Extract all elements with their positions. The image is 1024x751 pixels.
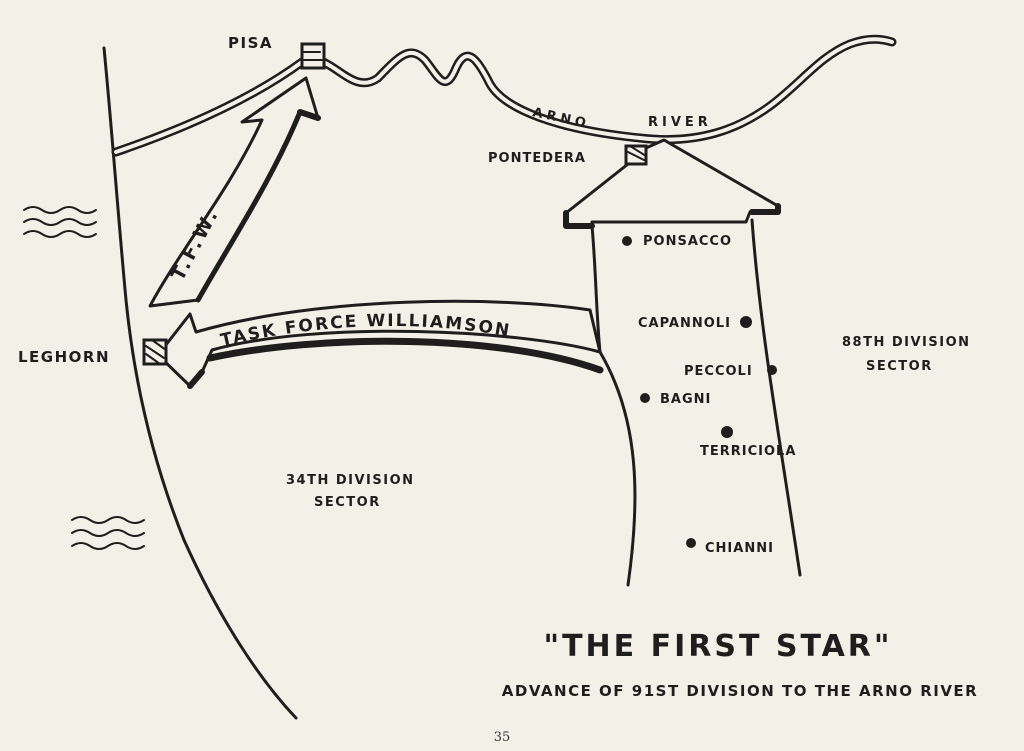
pontedera-marker [624, 144, 648, 166]
division-boundary-east [750, 218, 802, 577]
page-number: 35 [494, 730, 511, 745]
ponsacco-dot [622, 236, 632, 246]
leghorn-label: LEGHORN [18, 348, 110, 366]
pisa-marker [300, 42, 326, 70]
bagni-dot [640, 393, 650, 403]
coastline [102, 46, 298, 720]
map-subtitle: ADVANCE OF 91ST DIVISION TO THE ARNO RIV… [502, 682, 978, 700]
bagni-label: BAGNI [660, 392, 711, 407]
peccoli-dot [767, 365, 777, 375]
leghorn-marker [142, 338, 168, 366]
division-boundary-west [598, 350, 637, 587]
arno-river [111, 34, 897, 157]
terriciola-label: TERRICIOLA [700, 444, 796, 459]
division-88-sector-line1: 88TH DIVISION [842, 335, 971, 350]
sea-waves-lower [71, 516, 145, 550]
peccoli-label: PECCOLI [684, 364, 753, 379]
map-title: "THE FIRST STAR" [543, 629, 892, 664]
division-88-sector-line2: SECTOR [866, 359, 933, 374]
division-34-sector-line1: 34TH DIVISION [286, 473, 415, 488]
sea-waves-upper [23, 206, 97, 238]
chianni-label: CHIANNI [705, 541, 774, 556]
division-34-sector-line2: SECTOR [314, 495, 381, 510]
task-force-williamson-arrow [156, 299, 604, 389]
tfw-arrow [148, 76, 321, 308]
pisa-label: PISA [228, 34, 273, 52]
capannoli-label: CAPANNOLI [638, 316, 731, 331]
terriciola-dot [721, 426, 733, 438]
pontedera-label: PONTEDERA [488, 151, 586, 166]
capannoli-dot [740, 316, 752, 328]
chianni-dot [686, 538, 696, 548]
river-label-river: RIVER [648, 115, 712, 130]
ponsacco-label: PONSACCO [643, 234, 732, 249]
